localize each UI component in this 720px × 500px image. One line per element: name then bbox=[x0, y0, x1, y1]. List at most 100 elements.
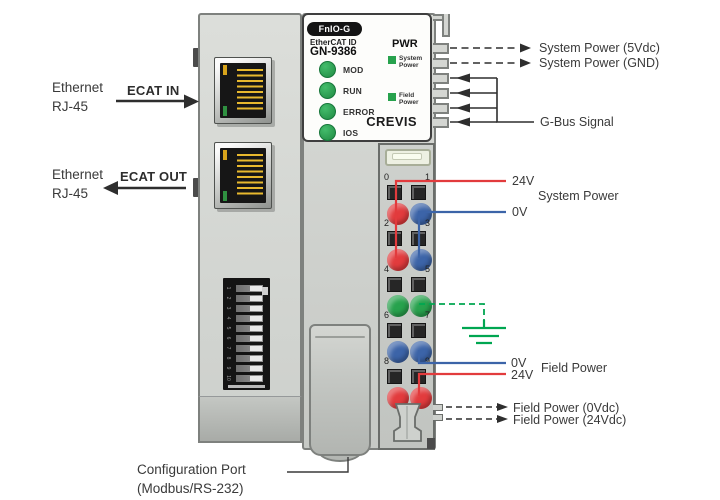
terminal-group-8-9: 8 9 bbox=[380, 356, 433, 409]
rj45-port-ecat-in bbox=[214, 57, 272, 124]
dip-track bbox=[236, 325, 263, 332]
terminal-number: 6 bbox=[384, 310, 390, 320]
dip-number: 2 bbox=[225, 296, 231, 300]
gbus-arrowhead bbox=[456, 88, 470, 98]
dip-number: 6 bbox=[225, 336, 231, 340]
dip-slit bbox=[228, 385, 265, 388]
ios-led-label: IOS bbox=[343, 128, 359, 138]
terminal-group-0-1: 0 1 bbox=[380, 172, 433, 225]
terminal-slot bbox=[387, 323, 402, 338]
gbus-signal-label: G-Bus Signal bbox=[540, 115, 614, 129]
rj45-port-ecat-out bbox=[214, 142, 272, 209]
ecat-out-label: ECAT OUT bbox=[120, 169, 188, 184]
terminal-contact bbox=[410, 387, 432, 409]
port-led-green bbox=[223, 191, 227, 201]
system-power-gnd-label: System Power (GND) bbox=[539, 56, 660, 70]
port-led-green bbox=[223, 106, 227, 116]
label-line: Field bbox=[399, 92, 415, 99]
dip-switch-1: 1 bbox=[223, 284, 270, 295]
terminal-slot bbox=[387, 231, 402, 246]
ethernet-in-label: Ethernet RJ-45 bbox=[52, 79, 103, 117]
dip-handle bbox=[250, 376, 262, 381]
dip-switch-6: 6 bbox=[223, 334, 270, 342]
bus-contact-tab bbox=[433, 58, 449, 69]
terminal-contact bbox=[387, 387, 409, 409]
label-line: RJ-45 bbox=[52, 185, 89, 201]
field-power-led-label: Field Power bbox=[399, 92, 419, 107]
series-badge: FnIO-G bbox=[307, 22, 362, 36]
field-24v-arrowhead bbox=[497, 415, 508, 423]
pwr-label: PWR bbox=[392, 38, 418, 50]
dip-handle bbox=[250, 346, 262, 351]
bus-contact-tab bbox=[433, 73, 449, 84]
terminal-number: 3 bbox=[424, 218, 430, 228]
field-power-24v-label: Field Power (24Vdc) bbox=[513, 413, 627, 427]
gbus-arrowhead bbox=[456, 103, 470, 113]
bus-contact-tab bbox=[433, 103, 449, 114]
ethernet-out-label: Ethernet RJ-45 bbox=[52, 166, 103, 204]
label-line: RJ-45 bbox=[52, 98, 89, 114]
terminal-block: 0 1 2 3 4 5 6 7 bbox=[378, 143, 435, 450]
dip-handle bbox=[250, 336, 262, 341]
terminal-number: 1 bbox=[424, 172, 430, 182]
terminal-slot bbox=[411, 185, 426, 200]
label-line: Configuration Port bbox=[137, 462, 246, 477]
label-line: System bbox=[399, 55, 423, 62]
run-led-label: RUN bbox=[343, 86, 363, 96]
dip-switch-9: 9 bbox=[223, 364, 270, 372]
terminal-contact bbox=[387, 295, 409, 317]
terminal-number: 2 bbox=[384, 218, 390, 228]
rj45-socket bbox=[220, 148, 266, 203]
gbus-connector bbox=[496, 78, 534, 123]
ecat-out-arrowhead bbox=[103, 181, 118, 195]
terminal-number: 9 bbox=[424, 356, 430, 366]
dip-handle bbox=[250, 316, 262, 321]
label-line: Ethernet bbox=[52, 80, 104, 95]
dip-switch-block: 1 2 3 4 5 6 7 8 9 10 bbox=[223, 278, 270, 390]
dip-switch-2: 2 bbox=[223, 294, 270, 302]
din-clip-top bbox=[193, 48, 200, 67]
terminal-slot bbox=[411, 231, 426, 246]
dip-number: 10 bbox=[225, 375, 231, 381]
field-power-label: Field Power bbox=[541, 361, 607, 375]
dip-switch-3: 3 bbox=[223, 304, 270, 312]
rj45-socket bbox=[220, 63, 266, 118]
port-led-yellow bbox=[223, 150, 227, 160]
brand-logo: CREVIS bbox=[366, 114, 417, 129]
terminal-number: 8 bbox=[384, 356, 390, 366]
dip-switch-5: 5 bbox=[223, 324, 270, 332]
dip-number: 7 bbox=[225, 346, 231, 350]
system-power-led-label: System Power bbox=[399, 55, 422, 70]
ecat-in-label: ECAT IN bbox=[127, 83, 180, 98]
label-line: Power bbox=[399, 99, 419, 107]
dip-number: 4 bbox=[225, 316, 231, 320]
label-line: (Modbus/RS-232) bbox=[137, 480, 244, 496]
model-number: GN-9386 bbox=[310, 46, 357, 58]
rj45-pins bbox=[237, 154, 263, 198]
terminal-number: 4 bbox=[384, 264, 390, 274]
gbus-arrowhead bbox=[456, 117, 470, 127]
field-24v-label: 24V bbox=[511, 368, 534, 382]
mod-led bbox=[319, 61, 336, 78]
dip-handle bbox=[250, 296, 262, 301]
sys-gnd-arrowhead bbox=[520, 58, 531, 68]
dip-track bbox=[236, 345, 263, 352]
dip-track bbox=[236, 305, 263, 312]
dip-handle bbox=[250, 306, 262, 311]
port-led-yellow bbox=[223, 65, 227, 75]
terminal-number: 7 bbox=[424, 310, 430, 320]
dip-track bbox=[236, 375, 263, 382]
field-0v-arrowhead bbox=[497, 403, 508, 411]
dip-handle bbox=[250, 326, 262, 331]
dip-handle bbox=[250, 366, 262, 371]
earth-ground-symbol bbox=[462, 320, 506, 345]
bus-contact-tab bbox=[433, 43, 449, 54]
dip-on-marker bbox=[262, 287, 268, 295]
ecat-in-arrowhead bbox=[184, 94, 199, 109]
front-label-panel: FnIO-G EtherCAT ID GN-9386 PWR System Po… bbox=[302, 13, 432, 142]
dip-number: 5 bbox=[225, 326, 231, 330]
sys-5v-arrowhead bbox=[520, 43, 531, 53]
terminal-slot bbox=[411, 369, 426, 384]
dip-track bbox=[236, 355, 263, 362]
dip-number: 8 bbox=[225, 356, 231, 360]
